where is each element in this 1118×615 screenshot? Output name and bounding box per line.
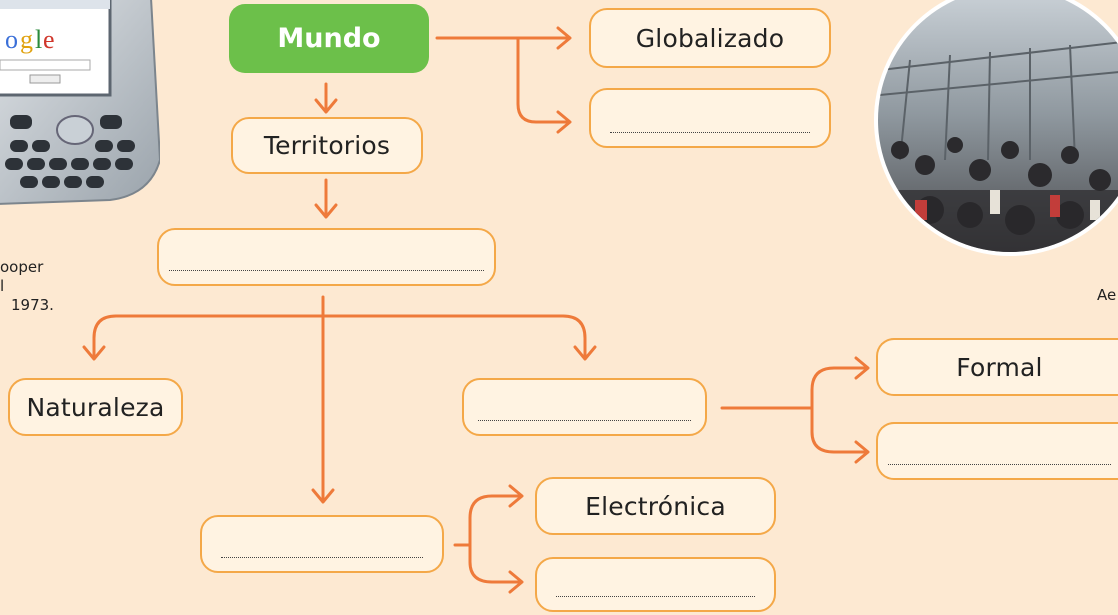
arrow-head-territorios-blank [314, 203, 338, 219]
svg-text:l: l [35, 25, 42, 54]
svg-text:e: e [43, 25, 55, 54]
node-naturaleza: Naturaleza [8, 378, 183, 436]
fill-in-line [169, 269, 484, 271]
blank-node-middle[interactable] [462, 378, 707, 436]
arrow-head-formal [854, 356, 870, 380]
node-formal: Formal [876, 338, 1118, 396]
phone-caption-line2: l [0, 277, 5, 295]
arrow-head-naturaleza [82, 345, 106, 361]
blank-node-bottom-left[interactable] [200, 515, 444, 573]
fill-in-line [887, 463, 1112, 465]
blank-node-after-formal[interactable] [876, 422, 1118, 480]
arrow-head-territorios [314, 98, 338, 114]
blank-node-under-territorios[interactable] [157, 228, 496, 286]
fill-in-line [610, 131, 810, 133]
blank-node-after-electronica[interactable] [535, 557, 776, 612]
branch-electronica-vertical [468, 494, 522, 584]
airport-photo [870, 0, 1118, 280]
fill-in-line [221, 556, 423, 558]
arrow-head-center-blank [311, 488, 335, 504]
node-globalizado: Globalizado [589, 8, 831, 68]
blank-node-after-globalizado[interactable] [589, 88, 831, 148]
arrow-head-electronica-blank [508, 570, 524, 594]
arrow-head-right-blank [573, 345, 597, 361]
node-territorios: Territorios [231, 117, 423, 174]
branch-horizontal [92, 314, 587, 359]
node-electronica: Electrónica [535, 477, 776, 535]
arrow-head-electronica [508, 484, 524, 508]
fill-in-line [555, 595, 756, 597]
branch-mundo-blank [516, 36, 570, 124]
arrow-head-blank-top [556, 110, 572, 134]
phone-caption-line3: 1973. [11, 296, 54, 314]
phone-photo: o g l e [0, 0, 160, 210]
branch-formal-vertical [810, 366, 868, 454]
arrow-head-formal-blank [854, 440, 870, 464]
arrow-head-globalizado [556, 26, 572, 50]
phone-caption-line1: ooper [0, 258, 44, 276]
fill-in-line [478, 419, 691, 421]
svg-text:g: g [20, 25, 33, 54]
root-node-mundo: Mundo [229, 4, 429, 73]
airport-caption: Ae [1097, 286, 1117, 304]
svg-text:o: o [5, 25, 18, 54]
